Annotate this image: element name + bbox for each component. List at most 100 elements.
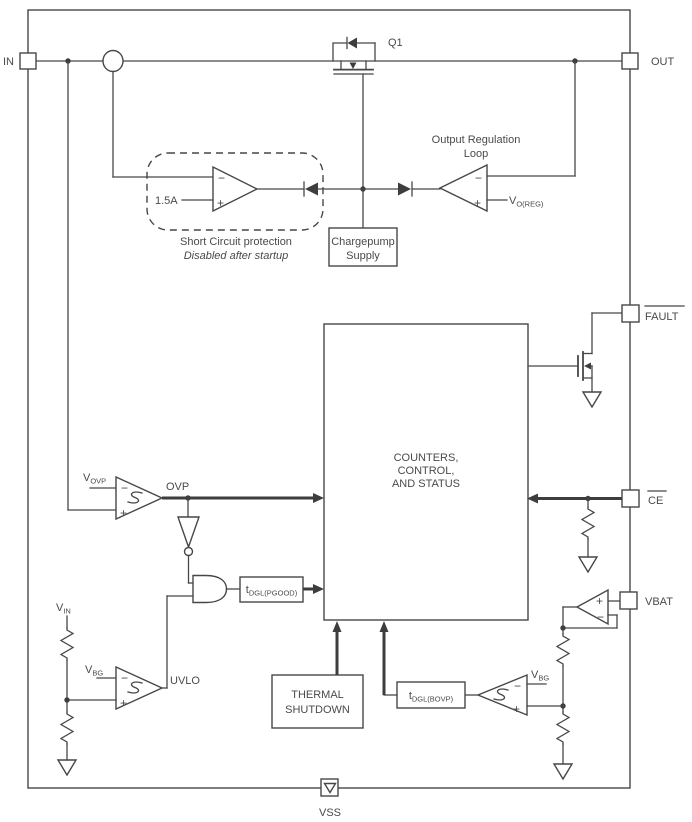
diode-icon: [305, 182, 318, 196]
junction-dot: [64, 697, 70, 703]
fault-driver: [527, 312, 623, 409]
chargepump-box: [328, 227, 398, 267]
pin-out-label: OUT: [651, 56, 675, 68]
inverter-bubble-icon: [183, 546, 194, 557]
ground-icon: [56, 759, 78, 777]
ovp-comparator-section: VOVP − + OVP: [83, 472, 324, 584]
short-circuit-dashed-box: [146, 152, 324, 231]
hysteresis-icon: [127, 681, 143, 694]
minus-sign: −: [121, 481, 128, 495]
thermal-label-2: SHUTDOWN: [285, 704, 350, 716]
short-circuit-caption-1: Short Circuit protection: [180, 236, 292, 248]
plus-sign: +: [596, 594, 603, 608]
v-in-label: VIN: [56, 602, 71, 616]
thermal-label-1: THERMAL: [291, 689, 344, 701]
ce-input: [527, 493, 622, 574]
body-diode-icon: [347, 37, 357, 49]
hysteresis-icon: [127, 491, 143, 504]
counters-control-status-block: COUNTERS, CONTROL, AND STATUS: [323, 323, 529, 621]
short-circuit-protection: − + 1.5A Short Circuit protection Disabl…: [146, 152, 324, 262]
arrowhead-up-icon: [332, 621, 342, 632]
current-limit-label: 1.5A: [155, 195, 178, 207]
arrowhead-right-icon: [313, 493, 324, 503]
counters-label-1: COUNTERS,: [394, 452, 459, 464]
minus-sign: −: [475, 171, 482, 185]
pin-fault-label: FAULT: [645, 311, 679, 323]
v-bg-bovp-label: VBG: [531, 669, 549, 683]
pgood-logic: tDGL(PGOOD): [166, 574, 324, 604]
gate-drive-diodes: [303, 181, 441, 197]
regulation-amp-icon: [438, 163, 488, 213]
pin-fault: FAULT: [621, 304, 685, 323]
diode-icon: [398, 182, 411, 196]
counters-label-2: CONTROL,: [398, 465, 455, 477]
nmos-arrow-icon: [584, 362, 591, 370]
uvlo-comparator-icon: [115, 665, 164, 711]
pin-in: IN: [3, 52, 37, 70]
pin-out: OUT: [621, 52, 675, 70]
minus-sign: −: [597, 610, 604, 624]
pin-vss-square: [320, 778, 339, 797]
pin-out-square: [621, 52, 639, 70]
minus-sign: −: [121, 671, 128, 685]
chargepump-label-1: Chargepump: [331, 236, 395, 248]
resistor-icon: [555, 633, 571, 667]
arrowhead-up-icon: [379, 621, 389, 632]
inverter-icon: [177, 516, 200, 550]
plus-sign: +: [217, 196, 224, 210]
chargepump-label-2: Supply: [346, 250, 380, 262]
hysteresis-icon: [493, 688, 509, 701]
pin-in-label: IN: [3, 56, 14, 68]
t-dgl-bovp-box: [396, 681, 466, 709]
plus-sign: +: [474, 196, 481, 210]
and-gate-icon: [192, 574, 228, 604]
resistor-icon: [59, 711, 75, 745]
pin-vbat: VBAT: [619, 591, 673, 610]
current-limit-comparator-icon: [212, 165, 259, 213]
pin-vbat-label: VBAT: [645, 596, 673, 608]
vbat-monitor: + − − + VBG tDGL(BOVP): [379, 588, 622, 781]
arrowhead-left-icon: [527, 493, 538, 504]
plus-sign: +: [120, 506, 127, 520]
t-dgl-pgood-box: [239, 576, 304, 603]
pin-ce-square: [621, 489, 640, 508]
q1-label: Q1: [388, 37, 403, 49]
pin-vss-label: VSS: [319, 807, 341, 819]
ground-icon: [581, 391, 603, 409]
counters-label-3: AND STATUS: [392, 478, 460, 490]
resistor-icon: [580, 506, 596, 540]
vss-triangle-icon: [323, 782, 337, 794]
t-dgl-pgood-label: tDGL(PGOOD): [246, 584, 298, 598]
output-regulation-loop: Output Regulation Loop − + VO(REG): [432, 60, 576, 213]
output-regulation-caption-1: Output Regulation: [432, 134, 521, 146]
output-regulation-caption-2: Loop: [464, 148, 488, 160]
v-oreg-label: VO(REG): [509, 195, 544, 209]
ground-icon: [577, 556, 599, 574]
counters-box: [323, 323, 529, 621]
uvlo-section: VBG − + UVLO VIN: [56, 595, 200, 777]
thermal-shutdown-block: THERMAL SHUTDOWN: [271, 621, 364, 729]
ovp-net-label: OVP: [166, 481, 189, 493]
current-sense-icon: [102, 49, 124, 73]
resistor-icon: [59, 627, 75, 661]
pin-ce-label: CE: [648, 495, 663, 507]
pin-fault-square: [621, 304, 640, 323]
minus-sign: −: [218, 171, 225, 185]
pin-ce: CE: [621, 489, 667, 508]
ground-icon: [552, 763, 574, 781]
thermal-box: [271, 674, 364, 729]
ovp-comparator-icon: [115, 475, 164, 521]
pin-vbat-square: [619, 591, 638, 610]
plus-sign: +: [513, 702, 520, 716]
vbat-buffer-icon: [575, 588, 609, 626]
uvlo-net-label: UVLO: [170, 675, 200, 687]
pin-in-square: [19, 52, 37, 70]
plus-sign: +: [120, 696, 127, 710]
v-ovp-label: VOVP: [83, 472, 106, 486]
v-bg-uvlo-label: VBG: [85, 664, 103, 678]
short-circuit-caption-2: Disabled after startup: [184, 250, 289, 262]
t-dgl-bovp-label: tDGL(BOVP): [409, 690, 454, 704]
input-rail: [35, 49, 623, 511]
